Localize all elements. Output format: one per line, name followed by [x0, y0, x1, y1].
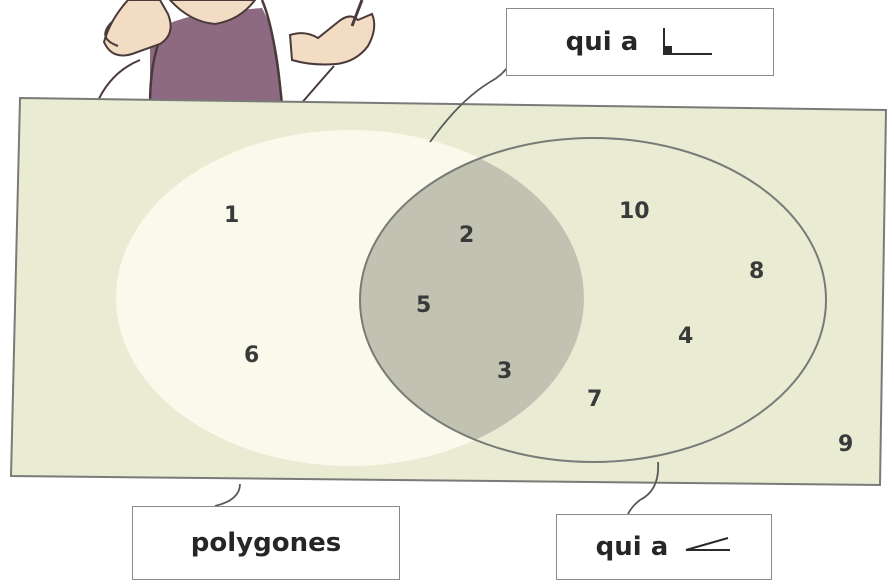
right-angle-set-ellipse	[359, 137, 827, 463]
region-number: 1	[224, 203, 239, 228]
label-acute-angle-set: qui a	[556, 514, 772, 580]
region-number: 10	[619, 199, 650, 224]
region-number: 2	[459, 223, 474, 248]
acute-angle-icon	[686, 537, 731, 551]
label-polygons-text: polygones	[190, 528, 342, 558]
label-polygons-set: polygones	[132, 506, 400, 580]
region-number: 7	[587, 387, 602, 412]
region-number: 4	[678, 324, 693, 349]
region-number: 8	[749, 259, 764, 284]
character-illustration	[95, 0, 376, 106]
label-acute-angle-text: qui a	[595, 532, 669, 562]
label-right-angle-set: qui a	[506, 8, 774, 76]
region-number: 6	[244, 343, 259, 368]
connector-polygons	[214, 483, 241, 507]
intersection-region	[360, 138, 584, 462]
connector-acute-angle	[627, 461, 660, 515]
label-right-angle-text: qui a	[565, 27, 639, 57]
region-number: 5	[416, 293, 431, 318]
region-number: 9	[838, 432, 853, 457]
right-angle-icon	[663, 28, 713, 55]
region-number: 3	[497, 359, 512, 384]
